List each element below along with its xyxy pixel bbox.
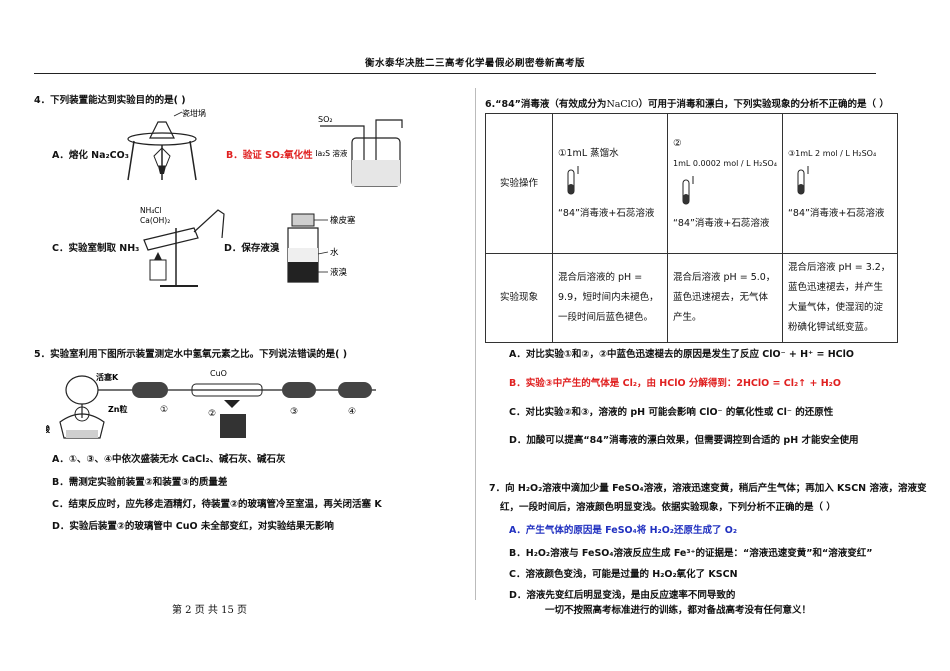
q4-label-na2s: Na₂S 溶液 xyxy=(316,148,348,158)
q4-label-caoh: Ca(OH)₂ xyxy=(140,216,170,225)
q5-label-zn: Zn粒 xyxy=(108,404,128,414)
q7-option-c: C．溶液颜色变浅，可能是过量的 H₂O₂氧化了 KSCN xyxy=(509,569,738,580)
q7-option-b: B．H₂O₂溶液与 FeSO₄溶液反应生成 Fe³⁺的证据是：“溶液迅速变黄”和… xyxy=(509,548,873,559)
q5-option-d: D．实验后装置②的玻璃管中 CuO 未全部变红，对实验结果无影响 xyxy=(52,521,334,532)
q6-obs2: 混合后溶液 pH = 5.0，蓝色迅速褪去，无气体产生。 xyxy=(667,253,783,343)
q6-row1-label: 实验操作 xyxy=(485,113,553,254)
q6-op1-bottom: “84”消毒液+石蕊溶液 xyxy=(558,207,655,219)
q5-label-4: ④ xyxy=(348,407,356,417)
q6-experiment-table: 实验操作 ①1mL 蒸馏水 “84”消毒液+石蕊溶液 ② 1mL 0.0002 … xyxy=(485,113,898,343)
test-tube-icon xyxy=(682,175,694,204)
q6-op2-num: ② xyxy=(673,137,682,149)
q7-option-a: A．产生气体的原因是 FeSO₄将 H₂O₂还原生成了 O₂ xyxy=(509,525,737,536)
q5-option-a: A．①、③、④中依次盛装无水 CaCl₂、碱石灰、碱石灰 xyxy=(52,454,286,465)
q6-op2-bottom: “84”消毒液+石蕊溶液 xyxy=(673,217,770,229)
q4-label-nh4cl: NH₄Cl xyxy=(140,206,162,215)
q7-option-d: D．溶液先变红后明显变浅，是由反应速率不同导致的 xyxy=(509,590,736,601)
q5-apparatus-figure: 活塞K Zn粒 盐酸 ① CuO ② ③ ④ xyxy=(46,369,376,439)
q7-stem-line2: 红，一段时间后，溶液颜色明显变浅。依据实验现象，下列分析不正确的是（ ） xyxy=(500,502,836,513)
q5-option-c: C．结束反应时，应先移走酒精灯，待装置②的玻璃管冷至室温，再关闭活塞 K xyxy=(52,499,382,510)
q5-label-3: ③ xyxy=(290,407,298,417)
q4-fig-a-crucible-tripod: 瓷坩埚 xyxy=(127,108,206,181)
column-divider xyxy=(475,88,476,600)
q5-label-valve: 活塞K xyxy=(96,372,119,382)
q5-option-b: B．需测定实验前装置②和装置③的质量差 xyxy=(52,477,228,488)
q4-option-c: C．实验室制取 NH₃ xyxy=(52,243,140,254)
q6-row2-label: 实验现象 xyxy=(485,253,553,343)
q6-naclo: NaClO xyxy=(606,99,639,110)
test-tube-icon xyxy=(797,165,809,194)
q6-op1-cell: ①1mL 蒸馏水 “84”消毒液+石蕊溶液 xyxy=(552,113,668,254)
q6-stem-part2: ）可用于消毒和漂白，下列实验现象的分析不正确的是（ ） xyxy=(638,99,889,110)
q5-label-1: ① xyxy=(160,405,168,415)
q4-fig-c-nh3-setup: NH₄Cl Ca(OH)₂ xyxy=(140,206,225,287)
q6-stem: 6.“84”消毒液（有效成分为NaClO）可用于消毒和漂白，下列实验现象的分析不… xyxy=(485,96,889,110)
q6-op1-top: ①1mL 蒸馏水 xyxy=(558,147,619,159)
q4-fig-b-gas-bottle: SO₂ Na₂S 溶液 xyxy=(316,115,403,187)
q5-stem: 5．实验室利用下图所示装置测定水中氢氧元素之比。下列说法错误的是( ) xyxy=(34,349,348,360)
footer-page-number: 第 2 页 共 15 页 xyxy=(172,605,247,616)
q4-stem: 4．下列装置能达到实验目的的是( ) xyxy=(34,95,186,106)
q5-label-2: ② xyxy=(208,409,216,419)
q4-label-stopper: 橡皮塞 xyxy=(330,215,356,226)
q6-op2-top: 1mL 0.0002 mol / L H₂SO₄ xyxy=(673,158,777,168)
q6-op3-cell: ③1mL 2 mol / L H₂SO₄ “84”消毒液+石蕊溶液 xyxy=(782,113,898,254)
q6-option-d: D．加酸可以提高“84”消毒液的漂白效果，但需要调控到合适的 pH 才能安全使用 xyxy=(509,435,859,446)
q6-op3-bottom: “84”消毒液+石蕊溶液 xyxy=(788,207,885,219)
footer-slogan: 一切不按照高考标准进行的训练，都对备战高考没有任何意义！ xyxy=(545,605,812,616)
q6-obs3: 混合后溶液 pH = 3.2，蓝色迅速褪去，并产生大量气体，使湿润的淀粉碘化钾试… xyxy=(782,253,898,343)
q4-label-crucible: 瓷坩埚 xyxy=(182,108,206,118)
q6-op2-cell: ② 1mL 0.0002 mol / L H₂SO₄ “84”消毒液+石蕊溶液 xyxy=(667,113,783,254)
q4-label-bromine: 液溴 xyxy=(330,267,348,278)
header-divider xyxy=(34,73,876,74)
q5-label-acid: 盐酸 xyxy=(46,424,51,434)
q4-option-a: A．熔化 Na₂CO₃ xyxy=(52,150,129,161)
q4-label-water: 水 xyxy=(330,247,339,258)
q5-label-cuo: CuO xyxy=(210,369,227,378)
q6-option-c: C．对比实验②和③，溶液的 pH 可能会影响 ClO⁻ 的氧化性或 Cl⁻ 的还… xyxy=(509,407,834,418)
q6-stem-part1: 6.“84”消毒液（有效成分为 xyxy=(485,99,607,110)
q4-label-so2: SO₂ xyxy=(318,115,333,124)
q6-option-b: B．实验③中产生的气体是 Cl₂，由 HClO 分解得到：2HClO = Cl₂… xyxy=(509,378,841,389)
q4-fig-d-reagent-bottle: 橡皮塞 水 液溴 xyxy=(287,213,356,283)
q4-option-d: D．保存液溴 xyxy=(224,243,280,254)
q6-obs1: 混合后溶液的 pH = 9.9，短时间内未褪色，一段时间后蓝色褪色。 xyxy=(552,253,668,343)
q7-stem-line1: 7．向 H₂O₂溶液中滴加少量 FeSO₄溶液，溶液迅速变黄，稍后产生气体；再加… xyxy=(489,483,927,494)
test-tube-icon xyxy=(567,165,579,194)
q6-op3-top: ③1mL 2 mol / L H₂SO₄ xyxy=(788,148,877,158)
q4-option-b: B．验证 SO₂氧化性 xyxy=(226,150,313,161)
paper-header: 衡水泰华决胜二三高考化学暑假必刷密卷新高考版 xyxy=(364,58,585,69)
q6-option-a: A．对比实验①和②，②中蓝色迅速褪去的原因是发生了反应 ClO⁻ + H⁺ = … xyxy=(509,349,854,360)
